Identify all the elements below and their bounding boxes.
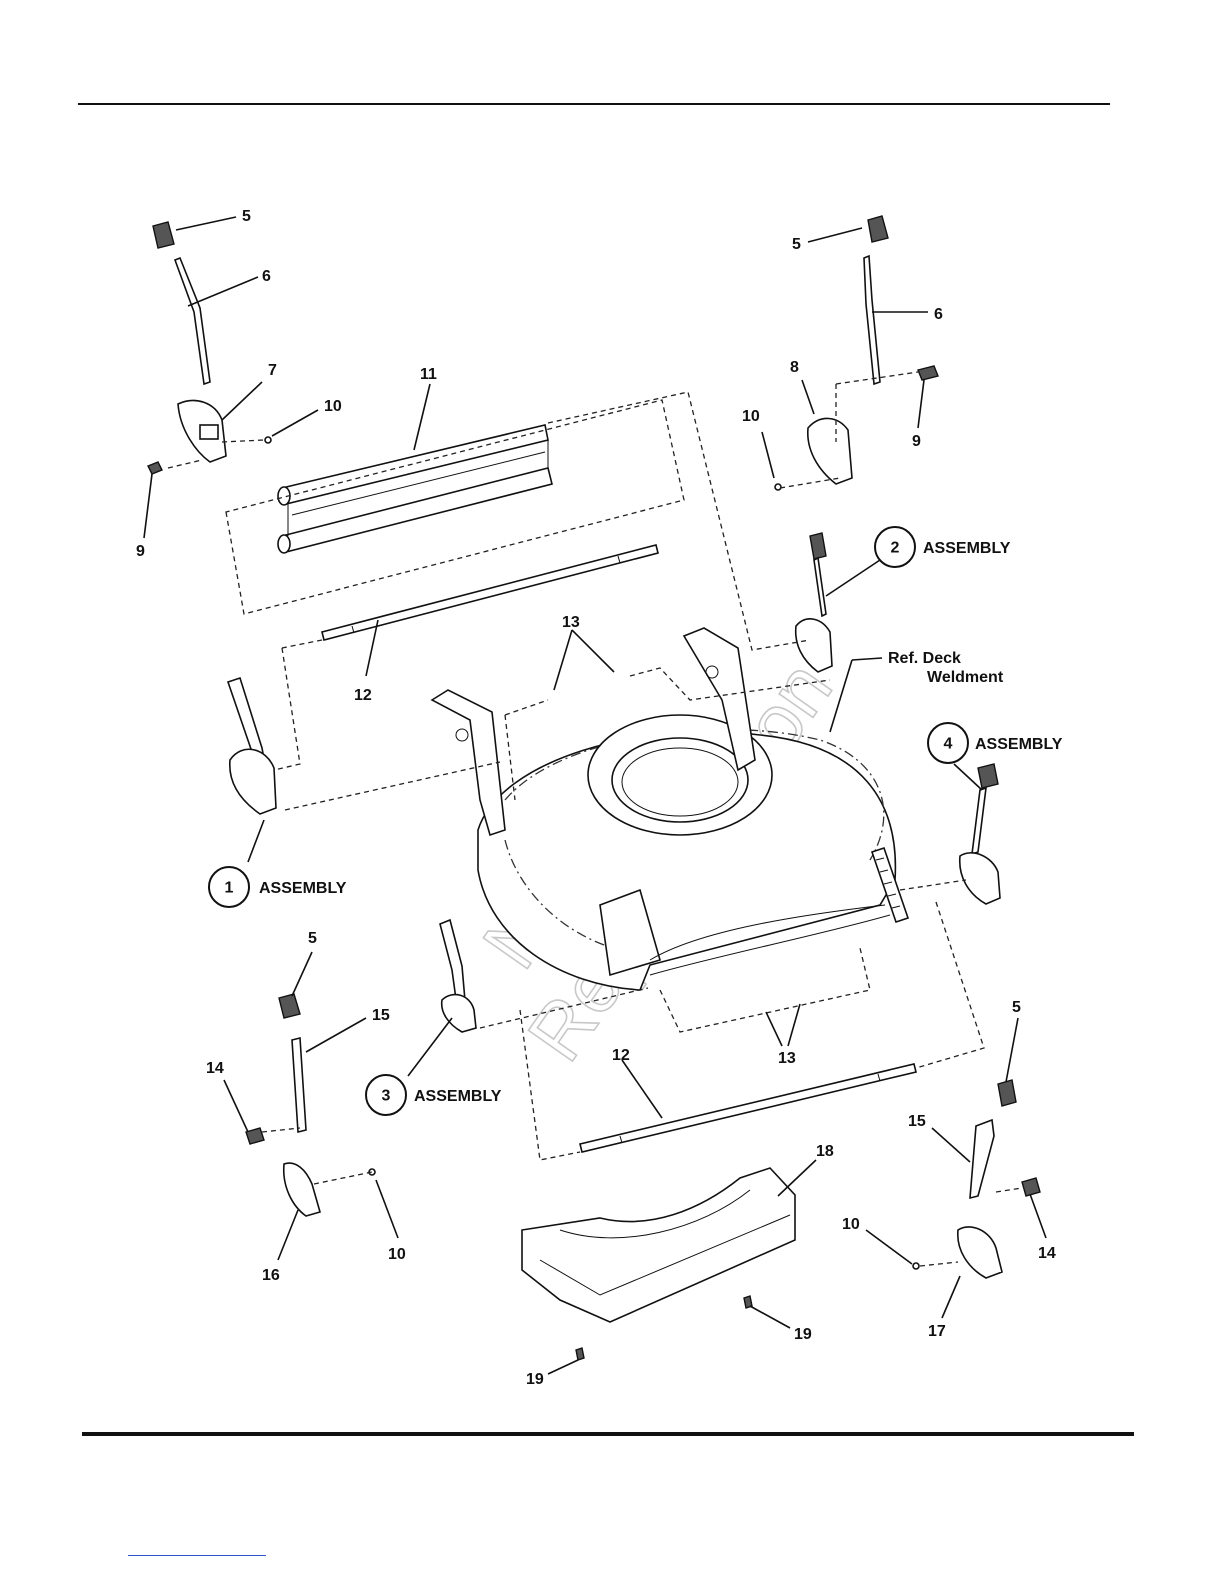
callout-18: 18 [816, 1143, 834, 1160]
callout-9: 9 [912, 433, 921, 450]
callout-16: 16 [262, 1267, 280, 1284]
callout-15: 15 [908, 1113, 926, 1130]
reference-line2: Weldment [927, 669, 1004, 686]
callout-10: 10 [324, 398, 342, 415]
callout-11: 11 [420, 366, 437, 383]
callout-6: 6 [262, 268, 271, 285]
callout-5: 5 [1012, 999, 1021, 1016]
assembly-number: 1 [225, 880, 234, 897]
footer-link-underline[interactable] [128, 1555, 266, 1556]
assembly-number: 2 [891, 540, 900, 557]
assembly-callout-3: 3 ASSEMBLY [366, 1075, 502, 1115]
part-12-axle-lower [580, 1064, 916, 1152]
callout-19: 19 [794, 1326, 812, 1343]
assembly-label: ASSEMBLY [414, 1088, 502, 1105]
assembly-4-lever [960, 764, 1000, 904]
callout-14: 14 [206, 1060, 224, 1077]
assembly-2-lever [796, 533, 832, 672]
assembly-callout-2: 2 ASSEMBLY [875, 527, 1011, 567]
callout-10: 10 [842, 1216, 860, 1233]
callout-8: 8 [790, 359, 799, 376]
assembly-number: 4 [944, 736, 953, 753]
callout-10: 10 [388, 1246, 406, 1263]
callout-19: 19 [526, 1371, 544, 1388]
assembly-number: 3 [382, 1088, 391, 1105]
callout-5: 5 [308, 930, 317, 947]
part-group-top-left [148, 222, 271, 474]
callout-5: 5 [242, 208, 251, 225]
callout-5: 5 [792, 236, 801, 253]
reference-line1: Ref. Deck [888, 650, 961, 667]
part-18-deflector [522, 1168, 795, 1322]
callout-13: 13 [562, 614, 580, 631]
callout-6: 6 [934, 306, 943, 323]
callout-9: 9 [136, 543, 145, 560]
callout-10: 10 [742, 408, 760, 425]
assembly-label: ASSEMBLY [259, 880, 347, 897]
assembly-callout-1: 1 ASSEMBLY [209, 867, 347, 907]
callout-12: 12 [354, 687, 372, 704]
assembly-1-lever [228, 678, 276, 814]
callout-13: 13 [778, 1050, 796, 1067]
callout-12: 12 [612, 1047, 630, 1064]
reference-label: Ref. Deck Weldment [888, 650, 1004, 686]
callout-7: 7 [268, 362, 277, 379]
assembly-label: ASSEMBLY [923, 540, 1011, 557]
part-12-axle-upper [322, 545, 658, 640]
callout-17: 17 [928, 1323, 946, 1340]
part-group-lower-left [246, 994, 375, 1216]
assembly-label: ASSEMBLY [975, 736, 1063, 753]
assembly-callout-4: 4 ASSEMBLY [928, 723, 1063, 763]
callout-15: 15 [372, 1007, 390, 1024]
callout-14: 14 [1038, 1245, 1056, 1262]
